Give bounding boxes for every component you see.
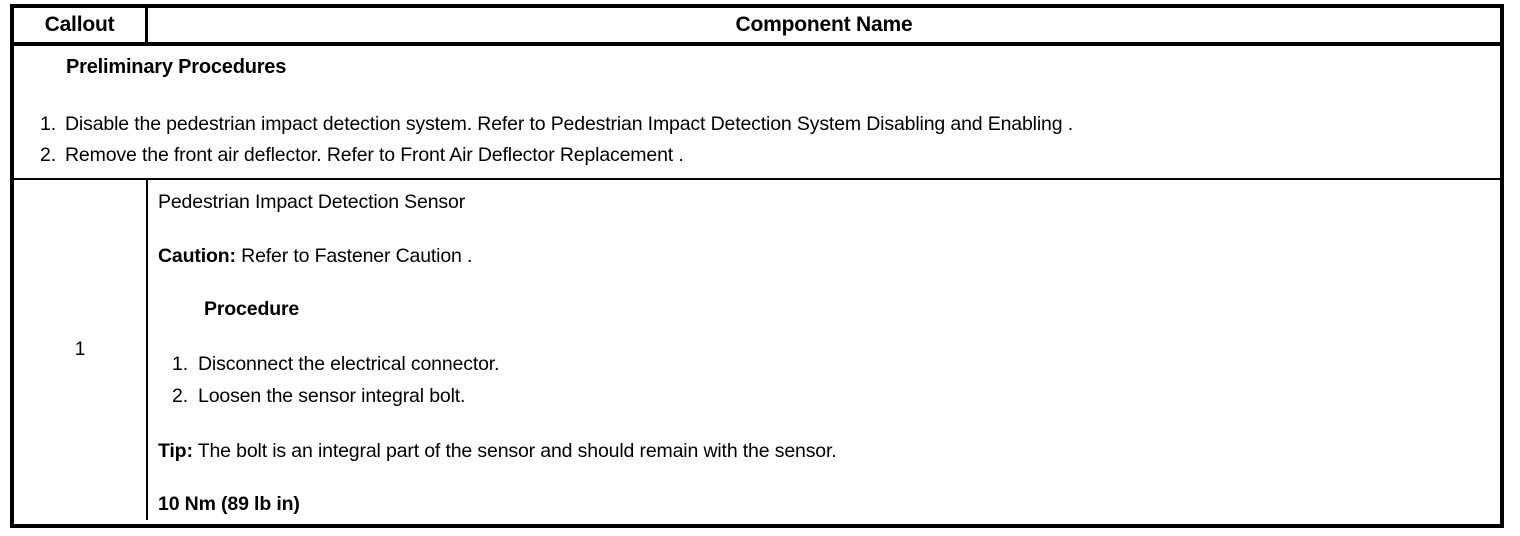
torque-specification: 10 Nm (89 lb in): [158, 493, 300, 515]
caution-note: Caution: Refer to Fastener Caution .: [158, 243, 1490, 269]
column-header-component-name: Component Name: [735, 13, 913, 36]
procedure-heading: Procedure: [204, 298, 300, 320]
table-row: 1 Pedestrian Impact Detection Sensor Cau…: [14, 180, 1500, 520]
list-item-text: Disconnect the electrical connector.: [198, 353, 500, 375]
tip-text: The bolt is an integral part of the sens…: [192, 440, 837, 462]
preliminary-procedures-list: 1. Disable the pedestrian impact detecti…: [26, 109, 1490, 171]
preliminary-procedures-row: Preliminary Procedures 1. Disable the pe…: [14, 46, 1500, 180]
component-detail-cell: Pedestrian Impact Detection Sensor Cauti…: [148, 180, 1500, 520]
list-item-number: 1.: [40, 113, 56, 135]
callout-number: 1: [14, 180, 148, 520]
preliminary-procedures-title: Preliminary Procedures: [66, 56, 287, 78]
tip-note: Tip: The bolt is an integral part of the…: [158, 438, 1490, 464]
tip-label: Tip:: [158, 440, 193, 462]
list-item: 1. Disconnect the electrical connector.: [158, 348, 1490, 380]
list-item: 2. Remove the front air deflector. Refer…: [26, 140, 1490, 171]
list-item-number: 2.: [40, 144, 56, 166]
list-item: 1. Disable the pedestrian impact detecti…: [26, 109, 1490, 140]
list-item-number: 1.: [172, 353, 188, 375]
component-name-text: Pedestrian Impact Detection Sensor: [158, 191, 466, 213]
list-item-text: Remove the front air deflector. Refer to…: [65, 144, 684, 166]
caution-text: Refer to Fastener Caution .: [235, 245, 473, 267]
column-header-callout: Callout: [14, 8, 148, 42]
list-item: 2. Loosen the sensor integral bolt.: [158, 380, 1490, 412]
service-procedure-table: Callout Component Name Preliminary Proce…: [10, 4, 1504, 528]
list-item-text: Loosen the sensor integral bolt.: [198, 385, 466, 407]
caution-label: Caution:: [158, 245, 236, 267]
list-item-text: Disable the pedestrian impact detection …: [65, 113, 1073, 135]
procedure-steps-list: 1. Disconnect the electrical connector. …: [158, 348, 1490, 412]
table-header-row: Callout Component Name: [14, 8, 1500, 46]
list-item-number: 2.: [172, 385, 188, 407]
